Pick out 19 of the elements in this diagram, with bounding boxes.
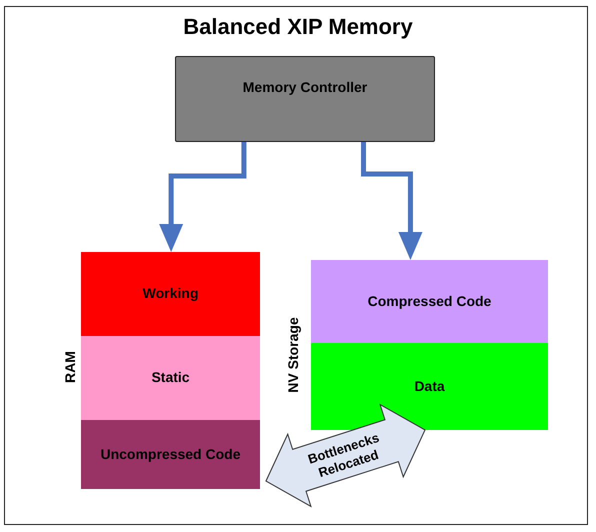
diagram-title: Balanced XIP Memory [182,14,414,40]
double-block-arrow [265,403,426,508]
node-label: Uncompressed Code [99,446,242,464]
memory-segment [81,252,260,336]
memory-segment [311,343,548,430]
side-label: RAM [62,351,78,383]
arrow [159,142,246,252]
node-label: Data [413,378,446,396]
memory-stack [286,260,548,430]
node-label: Static [150,369,191,387]
node-label: Memory Controller [242,79,368,96]
memory-segment [81,336,260,420]
side-label: NV Storage [285,317,301,393]
controller-box [175,56,435,142]
node-label: Working [142,285,200,303]
memory-segment [81,420,260,489]
arrow [361,142,422,260]
node-label: Compressed Code [366,292,492,310]
memory-segment [311,260,548,343]
